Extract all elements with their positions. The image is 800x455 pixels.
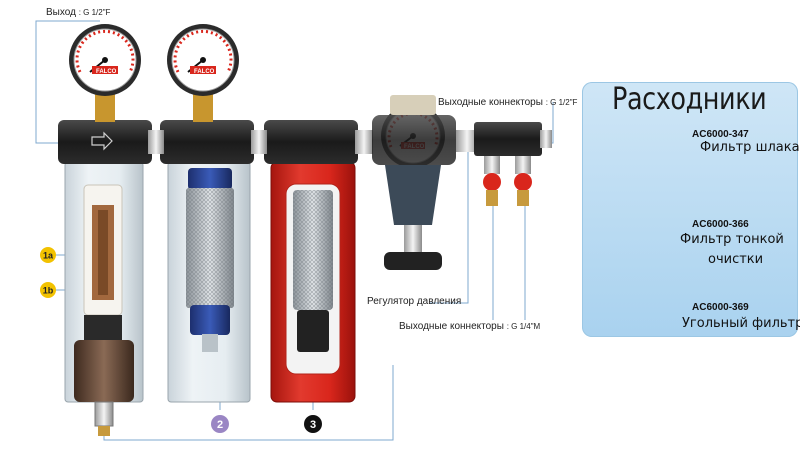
gauge-2 (167, 24, 239, 122)
consumable-1-name: Фильтр шлака (700, 140, 800, 155)
consumable-3-name: Угольный фильтр (682, 316, 800, 331)
filter-unit-3 (270, 161, 356, 403)
consumable-2-name-line2: очистки (708, 252, 764, 267)
marker-2: 2 (211, 415, 229, 433)
consumable-2-code: AC6000-366 (692, 219, 749, 230)
filter-unit-1 (64, 161, 144, 436)
consumable-3-code: AC6000-369 (692, 302, 749, 313)
filter-heads (58, 120, 373, 164)
outlet-connectors-top-label: Выходные коннекторы : G 1/2"F (438, 97, 577, 108)
outlet-top-label: Выход : G 1/2"F (46, 7, 110, 18)
outlet-connectors-bottom-text: Выходные коннекторы (399, 321, 504, 332)
gauge-brand-1: FALCO (96, 69, 117, 75)
pressure-regulator-label: Регулятор давления (367, 296, 461, 307)
outlet-connectors-bottom-thread: : G 1/4"M (506, 322, 541, 331)
marker-2-text: 2 (217, 419, 223, 431)
consumable-1-code: AC6000-347 (692, 129, 749, 140)
pressure-regulator-text: Регулятор давления (367, 296, 462, 307)
marker-3: 3 (304, 415, 322, 433)
marker-1a: 1a (40, 247, 56, 263)
outlet-manifold (456, 122, 552, 206)
outlet-connectors-bottom-label: Выходные коннекторы : G 1/4"M (399, 321, 540, 332)
consumables-panel (582, 82, 798, 337)
outlet-connectors-top-thread: : G 1/2"F (545, 98, 578, 107)
consumables-title: Расходники (612, 82, 767, 117)
marker-1b-text: 1b (43, 286, 54, 296)
gauge-brand-2: FALCO (194, 69, 215, 75)
consumable-2-name: Фильтр тонкой (680, 232, 784, 247)
gauge-1 (69, 24, 141, 122)
pressure-regulator (372, 95, 456, 270)
outlet-top-text: Выход (46, 7, 76, 18)
marker-1a-text: 1a (43, 251, 54, 261)
marker-3-text: 3 (310, 419, 316, 431)
outlet-top-thread: : G 1/2"F (78, 8, 111, 17)
outlet-connectors-top-text: Выходные коннекторы (438, 97, 543, 108)
marker-1b: 1b (40, 282, 56, 298)
filter-unit-2 (167, 161, 251, 403)
